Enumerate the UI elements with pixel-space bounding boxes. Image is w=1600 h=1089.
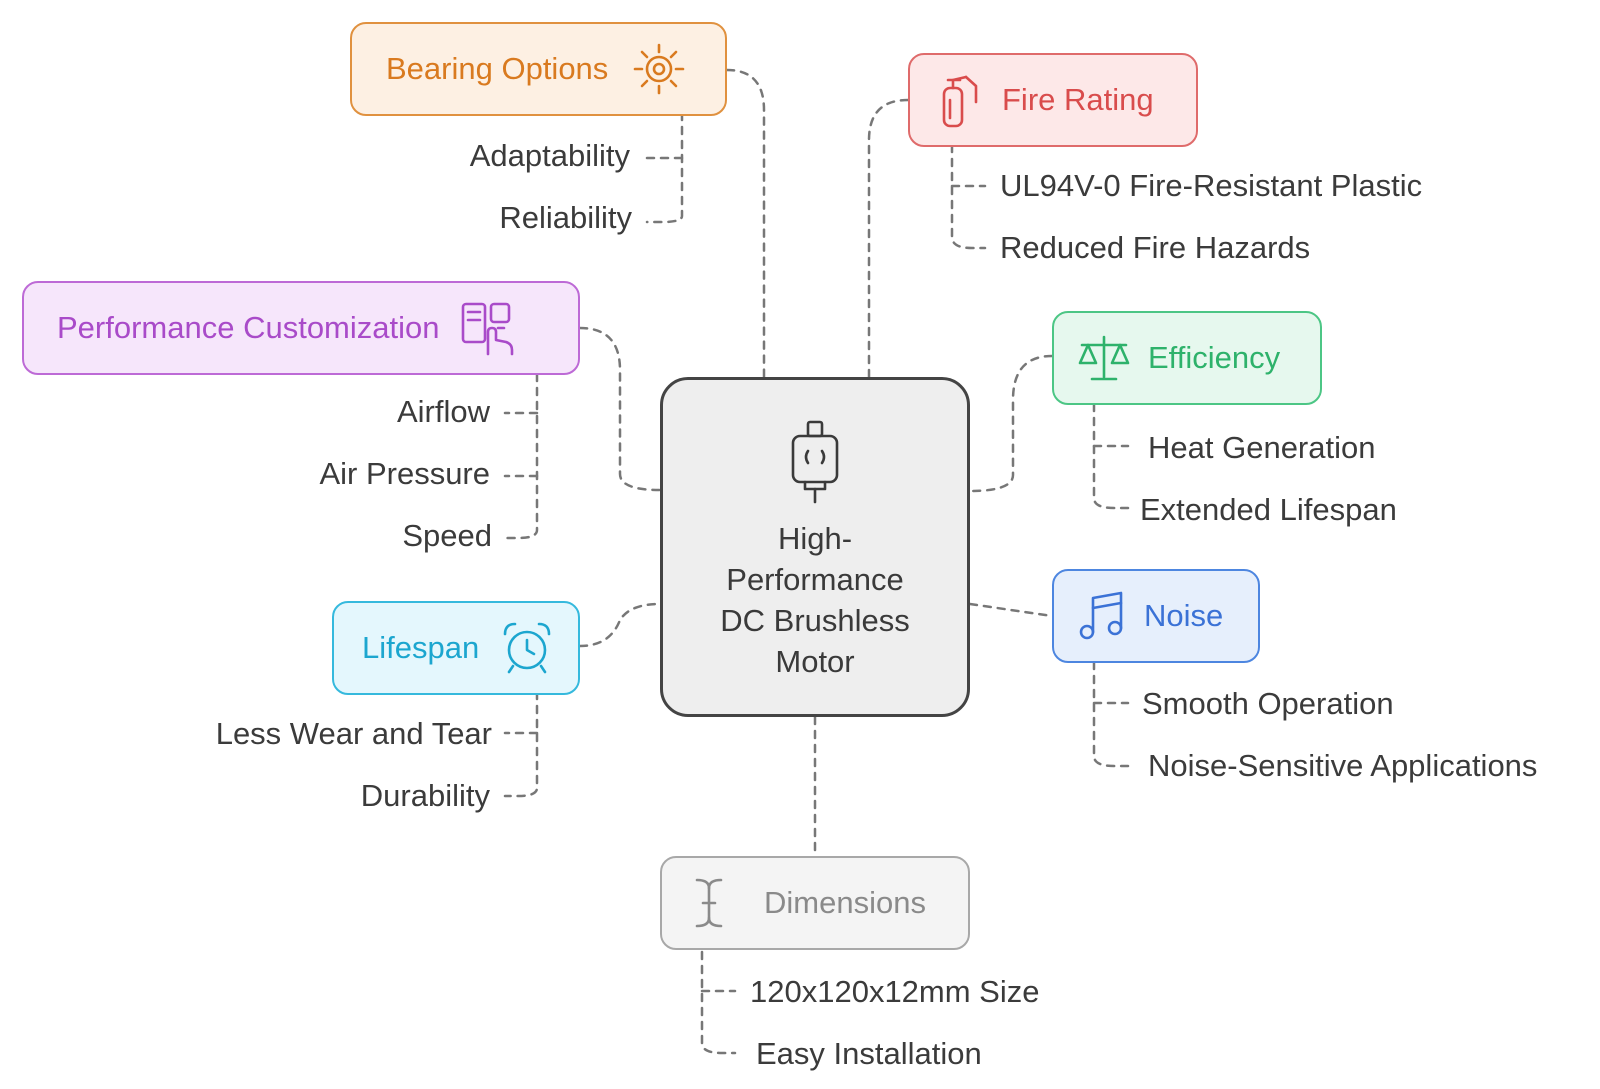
branch-performance-customization-label: Performance Customization bbox=[57, 310, 440, 345]
efficiency-item-heat-generation: Heat Generation bbox=[1148, 430, 1376, 465]
touch-panel-icon bbox=[460, 300, 518, 356]
branch-dimensions-label: Dimensions bbox=[764, 885, 926, 920]
performance-item-airflow: Airflow bbox=[396, 394, 490, 429]
central-topic-title: High-Performance DC Brushless Motor bbox=[720, 521, 910, 679]
dimensions-item-easy-installation: Easy Installation bbox=[756, 1036, 982, 1071]
branch-efficiency-label: Efficiency bbox=[1148, 340, 1281, 375]
noise-item-noise-sensitive-applications: Noise-Sensitive Applications bbox=[1148, 748, 1538, 783]
sun-gear-icon bbox=[632, 42, 686, 96]
branch-fire-rating-label: Fire Rating bbox=[1002, 82, 1154, 117]
branch-dimensions[interactable]: Dimensions bbox=[660, 856, 970, 950]
branch-bearing-options-label: Bearing Options bbox=[386, 51, 609, 86]
fire-extinguisher-icon bbox=[936, 72, 980, 128]
central-topic-node[interactable]: High-Performance DC Brushless Motor bbox=[660, 377, 970, 717]
music-note-icon bbox=[1078, 590, 1126, 642]
branch-lifespan-label: Lifespan bbox=[362, 630, 480, 665]
text-cursor-icon bbox=[692, 876, 726, 930]
dimensions-item-size: 120x120x12mm Size bbox=[750, 974, 1040, 1009]
lifespan-item-less-wear-and-tear: Less Wear and Tear bbox=[215, 716, 492, 751]
motor-icon bbox=[789, 420, 841, 504]
branch-efficiency[interactable]: Efficiency bbox=[1052, 311, 1322, 405]
branch-lifespan[interactable]: Lifespan bbox=[332, 601, 580, 695]
branch-bearing-options[interactable]: Bearing Options bbox=[350, 22, 727, 116]
branch-performance-customization[interactable]: Performance Customization bbox=[22, 281, 580, 375]
branch-noise[interactable]: Noise bbox=[1052, 569, 1260, 663]
balance-scale-icon bbox=[1076, 333, 1132, 383]
efficiency-item-extended-lifespan: Extended Lifespan bbox=[1140, 492, 1397, 527]
bearing-item-reliability: Reliability bbox=[499, 200, 632, 235]
branch-noise-label: Noise bbox=[1144, 598, 1224, 633]
fire-item-fire-resistant-plastic: UL94V-0 Fire-Resistant Plastic bbox=[1000, 168, 1423, 203]
performance-item-speed: Speed bbox=[402, 518, 492, 553]
lifespan-item-durability: Durability bbox=[360, 778, 490, 813]
fire-item-reduced-fire-hazards: Reduced Fire Hazards bbox=[1000, 230, 1311, 265]
performance-item-air-pressure: Air Pressure bbox=[319, 456, 490, 491]
alarm-clock-icon bbox=[499, 620, 555, 676]
branch-fire-rating[interactable]: Fire Rating bbox=[908, 53, 1198, 147]
noise-item-smooth-operation: Smooth Operation bbox=[1142, 686, 1394, 721]
bearing-item-adaptability: Adaptability bbox=[469, 138, 630, 173]
